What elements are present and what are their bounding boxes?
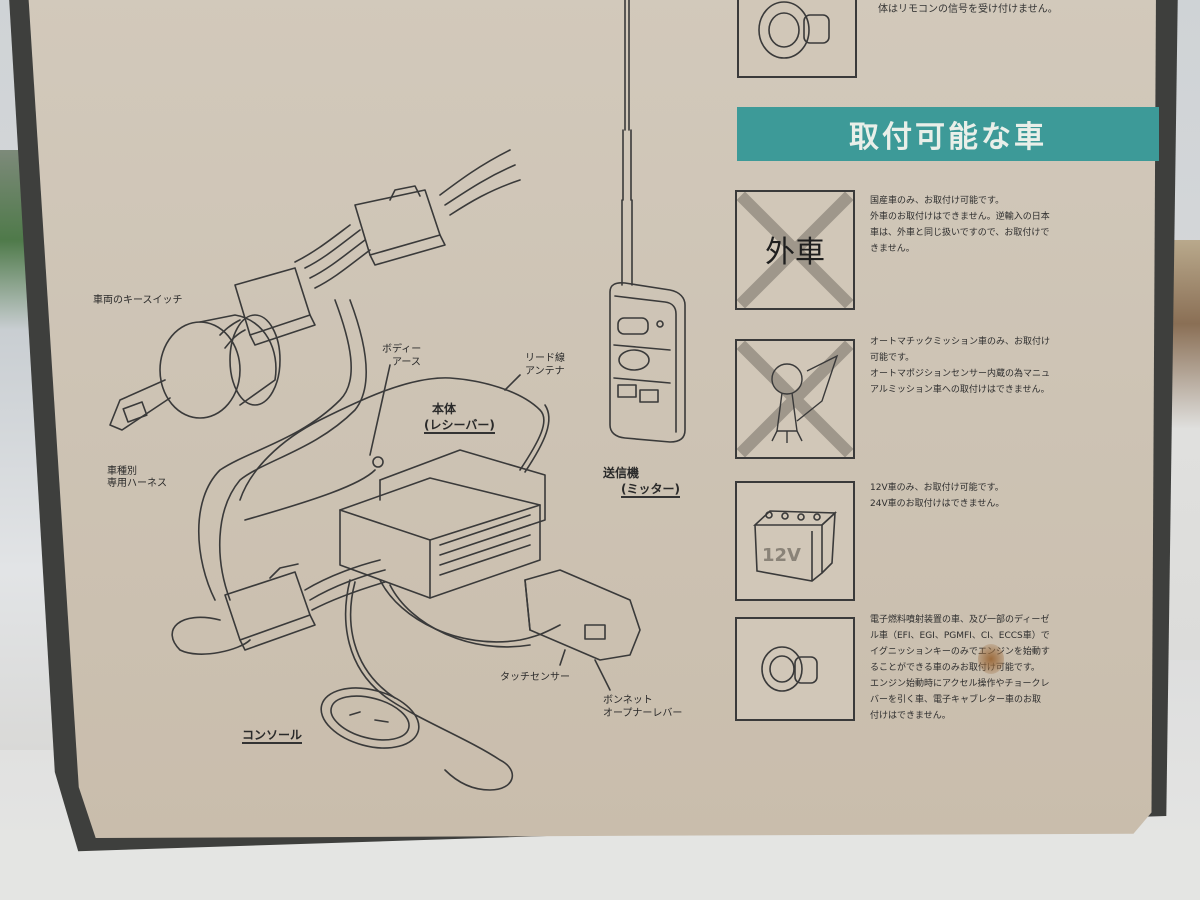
label-transmitter-1: 送信機: [603, 466, 640, 480]
foreign-car-prohibited-icon: 外車: [736, 191, 854, 309]
svg-text:外車: 外車: [765, 235, 825, 270]
remote-transmitter-icon: [609, 0, 686, 443]
label-touch-sensor: タッチセンサー: [500, 672, 570, 683]
bonnet-lever-icon: [524, 569, 641, 691]
req1-line3: 車は、外車と同じ扱いですので、お取付けで: [870, 228, 1050, 238]
requirement-icon-box-2: [735, 339, 855, 459]
label-lead-antenna-1: リード線: [525, 353, 565, 364]
receiver-unit-icon: [339, 449, 546, 599]
requirement-icon-box-3: 12V: [735, 481, 855, 601]
label-harness-1: 車種別: [107, 466, 137, 477]
req2-line4: アルミッション車への取付けはできません。: [870, 385, 1050, 395]
req4-line2: ル車（EFI、EGI、PGMFI、CI、ECCS車）で: [870, 631, 1050, 641]
requirement-text-3: 12V車のみ、お取付け可能です。 24V車のお取付けはできません。: [870, 480, 1140, 512]
label-console: コンソール: [242, 728, 303, 744]
harness-sleeve: [198, 299, 367, 601]
req4-line4: ることができる車のみお取付け可能です。: [870, 663, 1040, 673]
req1-line2: 外車のお取付けはできません。逆輸入の日本: [870, 212, 1050, 222]
label-transmitter-2: (ミッター): [621, 482, 680, 498]
connector-top-icon: [354, 185, 446, 266]
requirement-icon-box-1: 外車: [735, 190, 855, 310]
console-icon: [320, 687, 420, 749]
req4-line7: 付けはできません。: [870, 711, 951, 721]
ignition-key-icon: [761, 646, 818, 692]
top-caption: 体はリモコンの信号を受け付けません。: [878, 4, 1058, 15]
wiring-diagram: [109, 0, 686, 791]
req4-line1: 電子燃料噴射装置の車、及び一部のディーゼ: [870, 615, 1050, 625]
manual-shift-prohibited-icon: [736, 340, 854, 458]
label-harness-2: 専用ハーネス: [107, 478, 167, 489]
ignition-icon-box-top: [737, 0, 857, 78]
cable-bundle-top: [439, 149, 521, 216]
lead-antenna-wire: [239, 374, 550, 501]
req1-line4: きません。: [870, 244, 915, 254]
banner-title: 取付可能な車: [849, 120, 1047, 155]
requirement-text-4: 電子燃料噴射装置の車、及び一部のディーゼ ル車（EFI、EGI、PGMFI、CI…: [870, 612, 1140, 724]
requirement-icon-box-4: [735, 617, 855, 721]
req2-line1: オートマチックミッション車のみ、お取付け: [870, 337, 1051, 347]
label-body-ground-1: ボディー: [382, 344, 422, 355]
req4-line5: エンジン始動時にアクセル操作やチョークレ: [870, 679, 1050, 689]
req3-line2: 24V車のお取付けはできません。: [870, 499, 1005, 509]
label-key-switch: 車両のキースイッチ: [93, 295, 183, 306]
requirement-text-1: 国産車のみ、お取付け可能です。 外車のお取付けはできません。逆輸入の日本 車は、…: [870, 193, 1140, 257]
battery-12v-icon: 12V: [752, 510, 837, 582]
req4-line3: イグニッションキーのみでエンジンを始動す: [870, 647, 1050, 657]
stain-mark: [978, 644, 1004, 674]
label-receiver-2: (レシーバー): [424, 418, 495, 434]
ignition-key-icon: [758, 1, 830, 59]
label-lead-antenna-2: アンテナ: [525, 366, 565, 377]
banner-compatible-vehicles: 取付可能な車: [737, 107, 1159, 161]
label-receiver-1: 本体: [432, 402, 457, 416]
label-bonnet-lever-1: ボンネット: [603, 695, 653, 706]
req2-line3: オートマポジションセンサー内蔵の為マニュ: [870, 369, 1051, 379]
req3-line1: 12V車のみ、お取付け可能です。: [870, 483, 1004, 493]
req2-line2: 可能です。: [870, 353, 915, 363]
svg-text:12V: 12V: [762, 545, 801, 566]
label-bonnet-lever-2: オープナーレバー: [603, 708, 683, 719]
label-body-ground-2: アース: [392, 357, 421, 368]
req1-line1: 国産車のみ、お取付け可能です。: [870, 196, 1005, 206]
requirement-text-2: オートマチックミッション車のみ、お取付け 可能です。 オートマポジションセンサー…: [870, 334, 1140, 398]
cable-bundle-mid: [294, 224, 371, 289]
req4-line6: バーを引く車、電子キャブレター車のお取: [870, 695, 1042, 705]
key-switch-icon: [109, 314, 281, 431]
body-ground-wire: [244, 364, 391, 521]
connector-bottom-icon: [224, 563, 316, 651]
